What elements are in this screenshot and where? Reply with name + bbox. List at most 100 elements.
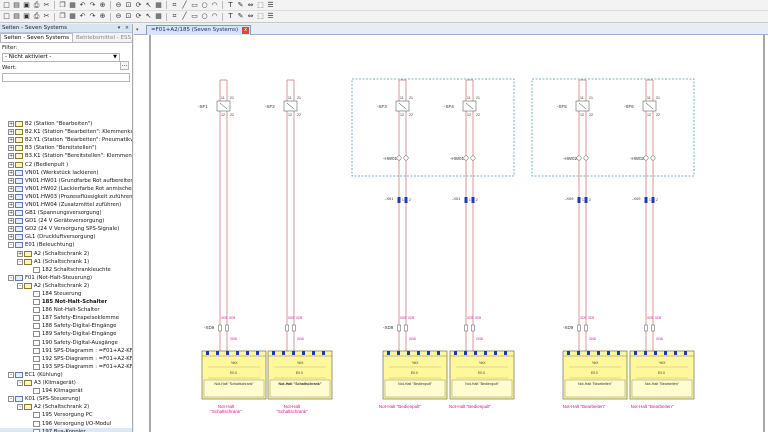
expand-icon[interactable]: + bbox=[8, 185, 14, 192]
tree-item[interactable]: +VN01.HW03 (Prozessflüssigkeit zuführen bbox=[0, 193, 132, 201]
tree-item[interactable]: 188 Safety-Digital-Eingänge bbox=[0, 322, 132, 330]
expand-icon[interactable]: + bbox=[8, 201, 14, 208]
tree-item[interactable]: -A1 (Schaltschrank 1) bbox=[0, 258, 132, 266]
measure-icon[interactable]: ⇔ bbox=[247, 0, 254, 9]
tree-item[interactable]: +B2.K1 (Station "Bearbeiten": Klemmenka bbox=[0, 128, 132, 136]
tree-item[interactable]: +B2.Y1 (Station "Bearbeiten": Pneumatikv bbox=[0, 136, 132, 144]
tree-item[interactable]: +GD1 (24 V Geräteversorgung) bbox=[0, 217, 132, 225]
tree-item[interactable]: 182 Schaltschrankleuchte bbox=[0, 266, 132, 274]
collapse-icon[interactable]: - bbox=[8, 242, 14, 249]
move-icon[interactable]: ▤ bbox=[13, 12, 20, 20]
panel-pin-icon[interactable]: ▾ bbox=[117, 25, 121, 31]
expand-icon[interactable]: + bbox=[8, 145, 14, 152]
refresh-icon[interactable]: ⟳ bbox=[135, 0, 142, 9]
tree-item[interactable]: 195 Versorgung PC bbox=[0, 411, 132, 419]
collapse-icon[interactable]: - bbox=[17, 282, 23, 289]
tree-item[interactable]: +C2 (Bedienpult ) bbox=[0, 160, 132, 168]
filter-select[interactable]: - Nicht aktiviert - ▼ bbox=[2, 53, 120, 62]
tree-item[interactable]: 191 SPS-Diagramm : =F01+A2-KF bbox=[0, 347, 132, 355]
rect-icon[interactable]: ▭ bbox=[191, 0, 198, 9]
tree-item[interactable]: 187 Safety-Einspeiseklemme bbox=[0, 314, 132, 322]
value-input[interactable] bbox=[2, 73, 130, 82]
cable-icon[interactable]: ↖ bbox=[145, 12, 152, 20]
place-icon[interactable]: ⇔ bbox=[247, 12, 254, 20]
tree-item[interactable]: -EC1 (Kühlung) bbox=[0, 371, 132, 379]
expand-icon[interactable]: + bbox=[8, 161, 14, 168]
collapse-icon[interactable]: - bbox=[8, 274, 14, 281]
expand-icon[interactable]: + bbox=[8, 234, 14, 241]
macro-icon[interactable]: ○ bbox=[201, 12, 208, 20]
save-icon[interactable]: ▣ bbox=[23, 0, 30, 9]
scale-icon[interactable]: ✂ bbox=[43, 12, 50, 20]
close-icon[interactable]: x bbox=[242, 27, 250, 34]
tree-item[interactable]: 194 Klimagerät bbox=[0, 387, 132, 395]
pen-icon[interactable]: ✎ bbox=[237, 0, 244, 9]
tree-item[interactable]: +GL1 (Druckluftversorgung) bbox=[0, 233, 132, 241]
tab-pages[interactable]: Seiten - Seven Systems bbox=[0, 33, 74, 42]
node-icon[interactable]: ╱ bbox=[182, 12, 187, 20]
snap-icon[interactable]: ⌗ bbox=[172, 0, 177, 9]
tree-item[interactable]: 189 Safety-Digital-Eingänge bbox=[0, 330, 132, 338]
tab-list-icon[interactable]: ▾ bbox=[136, 27, 139, 33]
mirror-icon[interactable]: ⎙ bbox=[33, 12, 40, 20]
tree-item[interactable]: +GD2 (24 V Versorgung SPS-Signale) bbox=[0, 225, 132, 233]
image-icon[interactable]: ⬚ bbox=[257, 12, 264, 20]
tree-item[interactable]: +B3.K1 (Station "Bereitstellen": Klemmen… bbox=[0, 152, 132, 160]
expand-icon[interactable]: + bbox=[8, 153, 14, 160]
zoom-out-icon[interactable]: ⊖ bbox=[115, 0, 122, 9]
expand-icon[interactable]: + bbox=[8, 226, 14, 233]
select-icon[interactable]: □ bbox=[3, 12, 10, 20]
tree-item[interactable]: -A2 (Schaltschrank 2) bbox=[0, 282, 132, 290]
text-icon[interactable]: T bbox=[228, 0, 233, 9]
redo-icon[interactable]: ↷ bbox=[89, 0, 96, 9]
corner-icon[interactable]: ⊕ bbox=[99, 12, 106, 20]
filter-options-button[interactable]: ... bbox=[120, 61, 129, 70]
circle-icon[interactable]: ○ bbox=[201, 0, 208, 9]
tree-item[interactable]: 190 Safety-Digital-Ausgänge bbox=[0, 339, 132, 347]
bus-icon[interactable]: ⌗ bbox=[172, 12, 177, 20]
tree-item[interactable]: -E01 (Beleuchtung) bbox=[0, 241, 132, 249]
cut-icon[interactable]: ✂ bbox=[43, 0, 50, 9]
copy-icon[interactable]: ❐ bbox=[59, 0, 66, 9]
expand-icon[interactable]: + bbox=[8, 218, 14, 225]
wire-icon[interactable]: ⟳ bbox=[135, 12, 142, 20]
settings-icon[interactable]: ☰ bbox=[267, 12, 274, 20]
shield-icon[interactable]: ▦ bbox=[155, 12, 162, 20]
expand-icon[interactable]: + bbox=[8, 121, 14, 128]
arc-icon[interactable]: ◠ bbox=[211, 0, 218, 9]
tree-item[interactable]: 184 Steuerung bbox=[0, 290, 132, 298]
tree-item[interactable]: 193 SPS-Diagramm : =F01+A2-KF bbox=[0, 363, 132, 371]
tree-item[interactable]: -A2 (Schaltschrank 2) bbox=[0, 403, 132, 411]
open-icon[interactable]: ▤ bbox=[13, 0, 20, 9]
tab-devices[interactable]: Betriebsmittel - ESS_Samp... bbox=[76, 35, 132, 41]
grid-icon[interactable]: ▦ bbox=[155, 0, 162, 9]
trim-icon[interactable]: ❐ bbox=[59, 12, 66, 20]
report-icon[interactable]: ✎ bbox=[237, 12, 244, 20]
tree-item[interactable]: +VN01 (Werkstück lackieren) bbox=[0, 169, 132, 177]
expand-icon[interactable]: + bbox=[8, 210, 14, 217]
expand-icon[interactable]: + bbox=[8, 193, 14, 200]
expand-icon[interactable]: + bbox=[8, 177, 14, 184]
tree-item[interactable]: 192 SPS-Diagramm : =F01+A2-KF bbox=[0, 355, 132, 363]
new-icon[interactable]: □ bbox=[3, 0, 10, 9]
symbol-icon[interactable]: ▭ bbox=[191, 12, 198, 20]
tree-item[interactable]: -F01 (Not-Halt-Steuerung) bbox=[0, 274, 132, 282]
expand-icon[interactable]: + bbox=[8, 137, 14, 144]
tree-item[interactable]: +B2 (Station "Bearbeiten") bbox=[0, 120, 132, 128]
tree-item[interactable]: +B3 (Station "Bereitstellen") bbox=[0, 144, 132, 152]
tree-item[interactable]: +VN01.HW04 (Zusatzmittel zuführen) bbox=[0, 201, 132, 209]
collapse-icon[interactable]: - bbox=[8, 396, 14, 403]
expand-icon[interactable]: + bbox=[17, 250, 23, 257]
tree-item[interactable]: +A2 (Schaltschrank 2) bbox=[0, 250, 132, 258]
props-icon[interactable]: ☰ bbox=[267, 0, 274, 9]
paste-icon[interactable]: ▦ bbox=[69, 0, 76, 9]
line-icon[interactable]: ╱ bbox=[182, 0, 187, 9]
tree-item[interactable]: +VN01.HW01 (Grundfarbe Rot aufbereiten bbox=[0, 177, 132, 185]
arrow-icon[interactable]: ↖ bbox=[145, 0, 152, 9]
frame-icon[interactable]: ⬚ bbox=[257, 0, 264, 9]
insert-icon[interactable]: ▦ bbox=[69, 12, 76, 20]
tree-item[interactable]: 185 Not-Halt-Schalter bbox=[0, 298, 132, 306]
tree-item[interactable]: 196 Versorgung I/O-Modul bbox=[0, 419, 132, 427]
collapse-icon[interactable]: - bbox=[8, 371, 14, 378]
